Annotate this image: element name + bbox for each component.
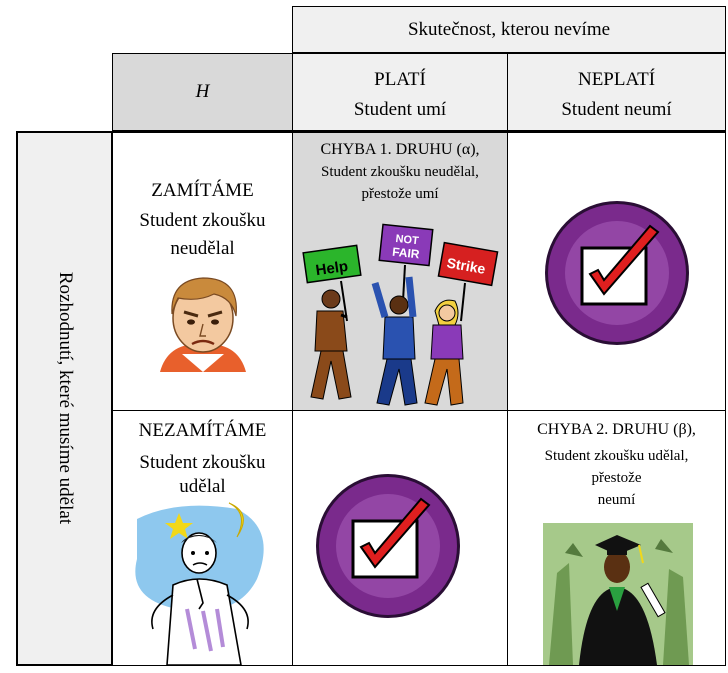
dizzy-student-illustration <box>135 502 264 665</box>
row-accept-title: NEZAMÍTÁME <box>138 420 267 441</box>
error-type2-cell: CHYBA 2. DRUHU (β), Student zkoušku uděl… <box>507 410 726 666</box>
col-invalid-sub: Student neumí <box>561 99 672 120</box>
error-type1-line2: přestože umí <box>361 186 439 202</box>
col-valid-title: PLATÍ <box>374 69 426 90</box>
error-type2-line2: přestože <box>591 470 642 486</box>
check-badge-icon <box>316 474 460 618</box>
h-label: H <box>195 81 210 102</box>
row-reject-title: ZAMÍTÁME <box>151 180 254 201</box>
row-reject-line2: neudělal <box>170 238 235 259</box>
col-header-valid: PLATÍ Student umí <box>292 53 508 131</box>
protesters-illustration: Help NOT FAIR Strike <box>302 223 499 406</box>
reality-title: Skutečnost, kterou nevíme <box>407 19 611 40</box>
error-type2-line1: Student zkoušku udělal, <box>544 448 689 464</box>
star-icon <box>165 513 193 539</box>
error-type2-line3: neumí <box>597 492 636 508</box>
row-accept-line2: udělal <box>179 476 226 497</box>
check-badge-icon <box>545 201 689 345</box>
error-type1-line1: Student zkoušku neudělal, <box>321 164 479 180</box>
sign-strike: Strike <box>446 254 487 277</box>
row-reject-line1: Student zkoušku <box>139 210 266 231</box>
graduate-illustration <box>543 523 693 665</box>
sign-fair: FAIR <box>392 245 421 262</box>
row-accept-cell: NEZAMÍTÁME Student zkoušku udělal <box>112 410 293 666</box>
correct-reject-cell <box>507 131 726 411</box>
row-reject-cell: ZAMÍTÁME Student zkoušku neudělal <box>112 131 293 411</box>
decision-label: Rozhodnutí, které musíme udělat <box>55 271 76 525</box>
h-cell: H <box>112 53 293 131</box>
decision-side-cell: Rozhodnutí, které musíme udělat <box>18 133 112 664</box>
sign-help: Help <box>315 258 350 279</box>
col-header-invalid: NEPLATÍ Student neumí <box>507 53 726 131</box>
reality-header: Skutečnost, kterou nevíme <box>292 6 726 53</box>
row-accept-line1: Student zkoušku <box>139 452 266 473</box>
col-valid-sub: Student umí <box>353 99 447 120</box>
col-invalid-title: NEPLATÍ <box>577 69 656 90</box>
correct-accept-cell <box>292 410 508 666</box>
angry-student-illustration <box>160 277 246 372</box>
error-type1-title: CHYBA 1. DRUHU (α), <box>320 141 480 158</box>
error-type1-cell: CHYBA 1. DRUHU (α), Student zkoušku neud… <box>292 131 508 411</box>
sign-not: NOT <box>395 233 420 247</box>
error-type2-title: CHYBA 2. DRUHU (β), <box>537 421 696 438</box>
